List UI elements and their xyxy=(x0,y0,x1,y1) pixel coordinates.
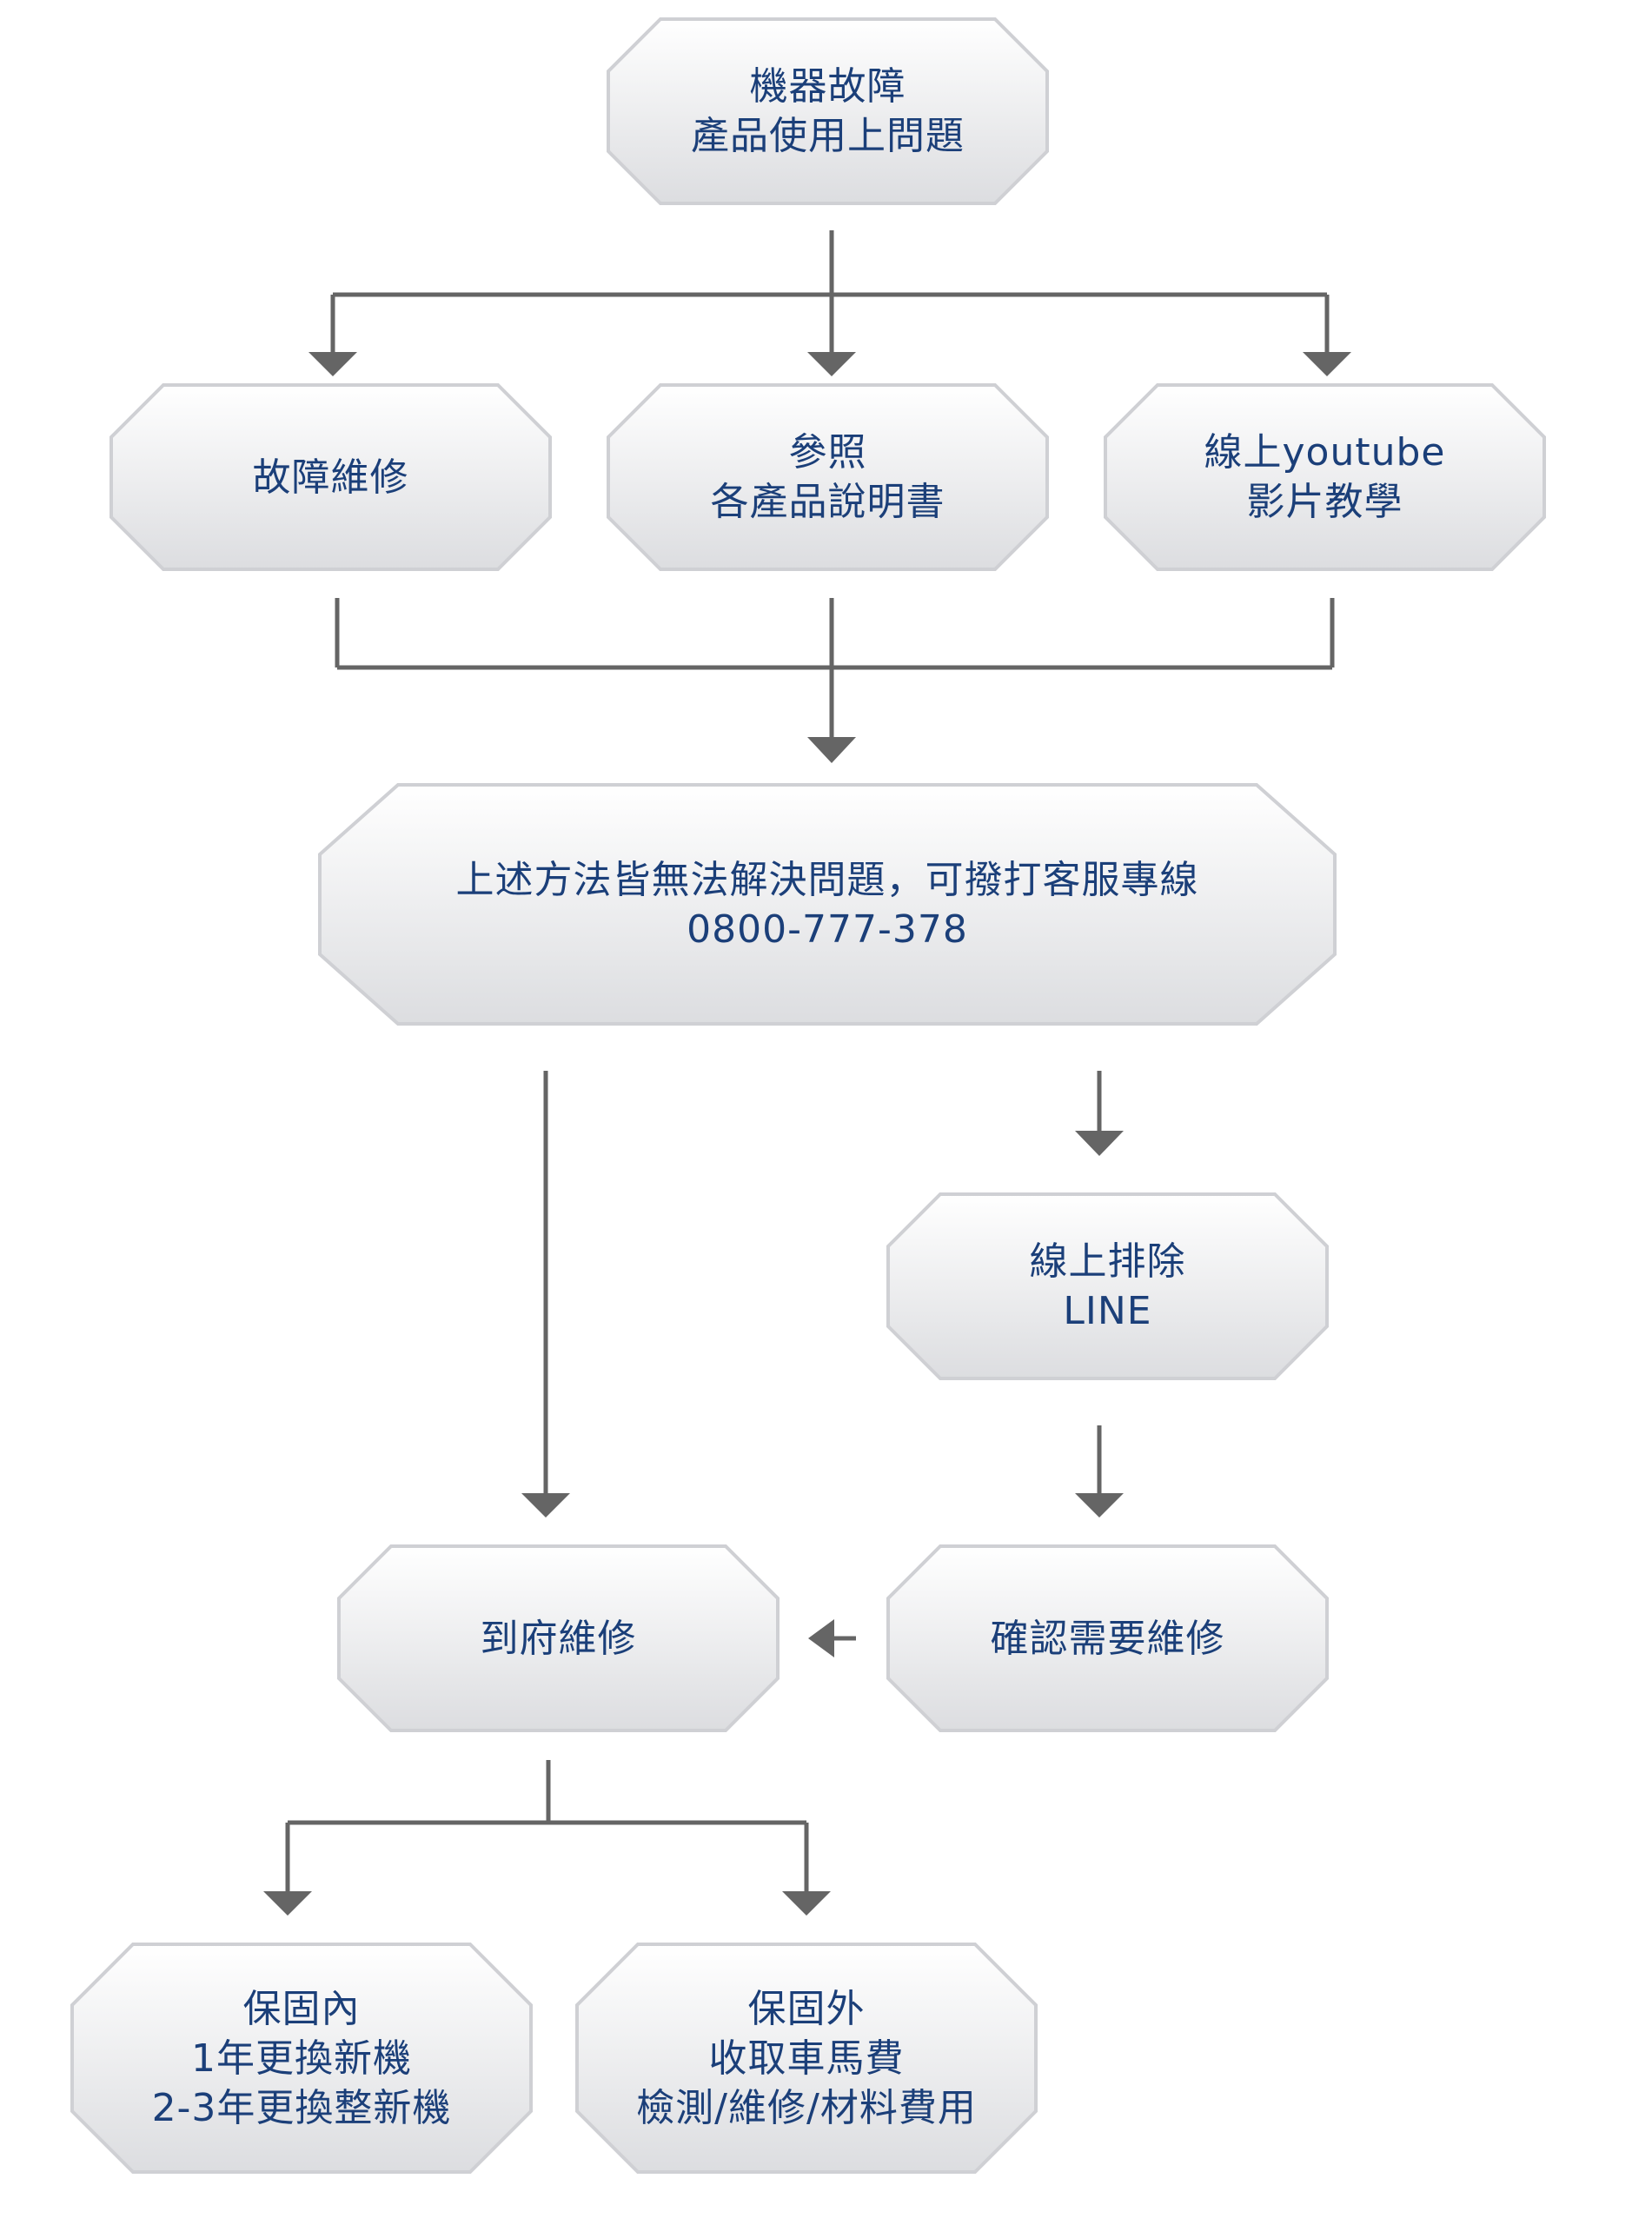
node-shape xyxy=(607,17,1049,205)
node-text-line: 2-3年更換整新機 xyxy=(151,2085,452,2130)
node-text-line: 檢測/維修/材料費用 xyxy=(636,2085,977,2130)
arrowhead xyxy=(263,1891,312,1916)
node-label: 機器故障 產品使用上問題 xyxy=(608,19,1047,203)
node-shape xyxy=(1104,383,1546,571)
node-out-warranty: 保固外 收取車馬費 檢測/維修/材料費用 xyxy=(575,1943,1038,2174)
node-shape xyxy=(337,1544,780,1732)
node-text-line: 各產品說明書 xyxy=(710,480,945,524)
node-text-line: 產品使用上問題 xyxy=(691,114,965,158)
arrowhead xyxy=(782,1891,831,1916)
node-shape xyxy=(886,1544,1329,1732)
node-shape xyxy=(607,383,1049,571)
node-label: 故障維修 xyxy=(111,385,550,569)
node-label: 保固外 收取車馬費 檢測/維修/材料費用 xyxy=(577,1944,1036,2172)
arrowhead xyxy=(807,737,856,763)
node-line-support: 線上排除 LINE xyxy=(886,1192,1329,1380)
node-text-line: 1年更換新機 xyxy=(191,2036,412,2081)
arrowhead xyxy=(1075,1493,1124,1518)
node-machine-fault: 機器故障 產品使用上問題 xyxy=(607,17,1049,205)
node-text-line: LINE xyxy=(1063,1289,1152,1333)
node-label: 保固內 1年更換新機 2-3年更換整新機 xyxy=(72,1944,531,2172)
node-hotline: 上述方法皆無法解決問題，可撥打客服專線 0800-777-378 xyxy=(318,783,1337,1026)
node-text-line: 0800-777-378 xyxy=(687,907,968,952)
node-youtube: 線上youtube 影片教學 xyxy=(1104,383,1546,571)
node-repair: 故障維修 xyxy=(109,383,552,571)
node-text-line: 線上youtube xyxy=(1204,430,1446,475)
arrowhead xyxy=(807,352,856,376)
node-text-line: 上述方法皆無法解決問題，可撥打客服專線 xyxy=(455,857,1199,902)
node-text-line: 故障維修 xyxy=(252,455,409,500)
node-in-warranty: 保固內 1年更換新機 2-3年更換整新機 xyxy=(70,1943,533,2174)
node-shape xyxy=(109,383,552,571)
node-text-line: 保固內 xyxy=(242,1986,361,2031)
node-label: 確認需要維修 xyxy=(888,1546,1327,1730)
node-manual: 參照 各產品說明書 xyxy=(607,383,1049,571)
node-label: 到府維修 xyxy=(339,1546,778,1730)
arrowhead xyxy=(1303,352,1351,376)
arrowhead xyxy=(1075,1131,1124,1156)
node-shape xyxy=(575,1943,1038,2174)
node-label: 線上排除 LINE xyxy=(888,1194,1327,1378)
node-text-line: 參照 xyxy=(788,430,867,475)
arrowhead xyxy=(808,1619,834,1657)
node-confirm-repair: 確認需要維修 xyxy=(886,1544,1329,1732)
node-text-line: 線上排除 xyxy=(1029,1239,1186,1284)
node-text-line: 影片教學 xyxy=(1246,480,1403,524)
arrowhead xyxy=(309,352,357,376)
node-onsite-repair: 到府維修 xyxy=(337,1544,780,1732)
node-text-line: 到府維修 xyxy=(480,1616,637,1661)
node-label: 線上youtube 影片教學 xyxy=(1105,385,1544,569)
node-text-line: 保固外 xyxy=(747,1986,866,2031)
node-shape xyxy=(886,1192,1329,1380)
node-shape xyxy=(318,783,1337,1026)
node-text-line: 機器故障 xyxy=(749,64,906,109)
node-shape xyxy=(70,1943,533,2174)
node-text-line: 收取車馬費 xyxy=(708,2036,905,2081)
arrowhead xyxy=(521,1493,570,1518)
node-label: 上述方法皆無法解決問題，可撥打客服專線 0800-777-378 xyxy=(320,785,1335,1024)
node-text-line: 確認需要維修 xyxy=(990,1616,1225,1661)
node-label: 參照 各產品說明書 xyxy=(608,385,1047,569)
